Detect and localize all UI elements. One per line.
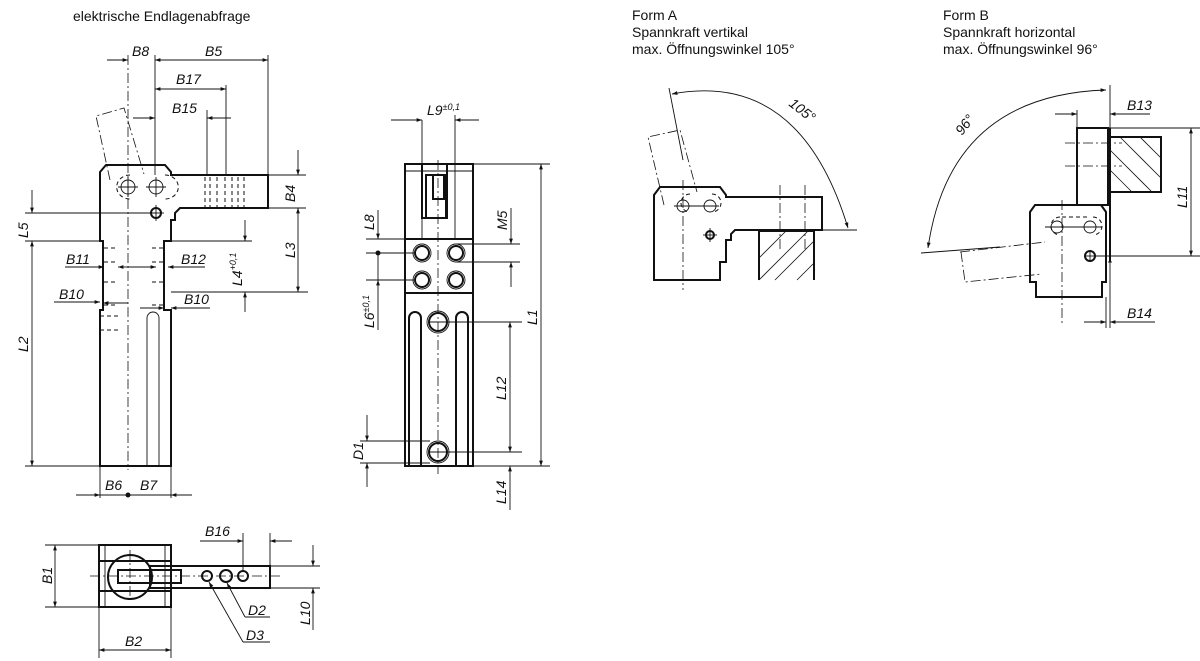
dim-l4-label: L4: [229, 270, 245, 286]
dim-b4: B4: [282, 185, 298, 202]
form-b-line1: Spannkraft horizontal: [943, 24, 1075, 40]
form-a-line2: max. Öffnungswinkel 105°: [632, 40, 795, 57]
dim-b7: B7: [140, 477, 158, 493]
dim-b10-right: B10: [184, 291, 209, 307]
dim-l6: L6: [361, 312, 377, 328]
front-view: L9±0,1 L8 L6±0,1 M5 L1 L12 L14 D: [350, 102, 550, 510]
dim-b1: B1: [39, 567, 55, 584]
dim-b14: B14: [1127, 305, 1152, 321]
dim-l1: L1: [524, 309, 540, 325]
dim-b13: B13: [1127, 97, 1152, 113]
svg-text:L4+0,1: L4+0,1: [228, 253, 245, 286]
dim-b17: B17: [176, 71, 202, 87]
angle-96: 96°: [952, 111, 978, 138]
dim-l9-tol: ±0,1: [443, 102, 460, 112]
caption-form-b: Form B Spannkraft horizontal max. Öffnun…: [943, 7, 1098, 57]
dim-d1: D1: [350, 442, 366, 460]
form-a-view: 105°: [647, 87, 857, 290]
angle-105: 105°: [786, 95, 819, 126]
caption-form-a: Form A Spannkraft vertikal max. Öffnungs…: [632, 7, 795, 57]
dim-l10: L10: [297, 601, 313, 625]
form-a-title: Form A: [632, 7, 678, 23]
caption-main-view: elektrische Endlagenabfrage: [73, 8, 251, 24]
dim-l14: L14: [493, 480, 509, 504]
dim-l5: L5: [15, 222, 31, 238]
form-b-view: 96° B13 L11 B14: [920, 85, 1200, 328]
dim-d3: D3: [246, 627, 264, 643]
svg-text:L9±0,1: L9±0,1: [427, 102, 460, 118]
dim-b2: B2: [125, 633, 142, 649]
dim-d2: D2: [248, 602, 266, 618]
dim-l3: L3: [282, 242, 298, 258]
dim-b11: B11: [66, 251, 90, 267]
dim-l11: L11: [1174, 186, 1190, 208]
dim-l12: L12: [493, 376, 509, 400]
dim-m5: M5: [494, 210, 510, 230]
dim-l4-tol: +0,1: [228, 253, 238, 271]
dim-b15: B15: [172, 100, 197, 116]
dim-l8: L8: [361, 214, 377, 230]
form-a-line1: Spannkraft vertikal: [632, 24, 748, 40]
dim-b10-left: B10: [59, 286, 84, 302]
dim-b16: B16: [205, 523, 230, 539]
form-b-line2: max. Öffnungswinkel 96°: [943, 40, 1098, 57]
dim-b12: B12: [181, 251, 206, 267]
dim-l2: L2: [15, 336, 31, 352]
svg-text:L6±0,1: L6±0,1: [361, 295, 377, 328]
top-view: B1 B2 B16 L10 D2 D3: [39, 523, 320, 658]
dim-b5: B5: [205, 43, 222, 59]
form-b-title: Form B: [943, 7, 989, 23]
side-view: B8 B5 B17 B15 B4 L3 L4+0,1 L5 L2 B11 B12: [15, 43, 308, 498]
dim-l9: L9: [427, 102, 443, 118]
dim-l6-tol: ±0,1: [361, 295, 371, 312]
dim-b8: B8: [132, 43, 149, 59]
dim-b6: B6: [105, 477, 122, 493]
